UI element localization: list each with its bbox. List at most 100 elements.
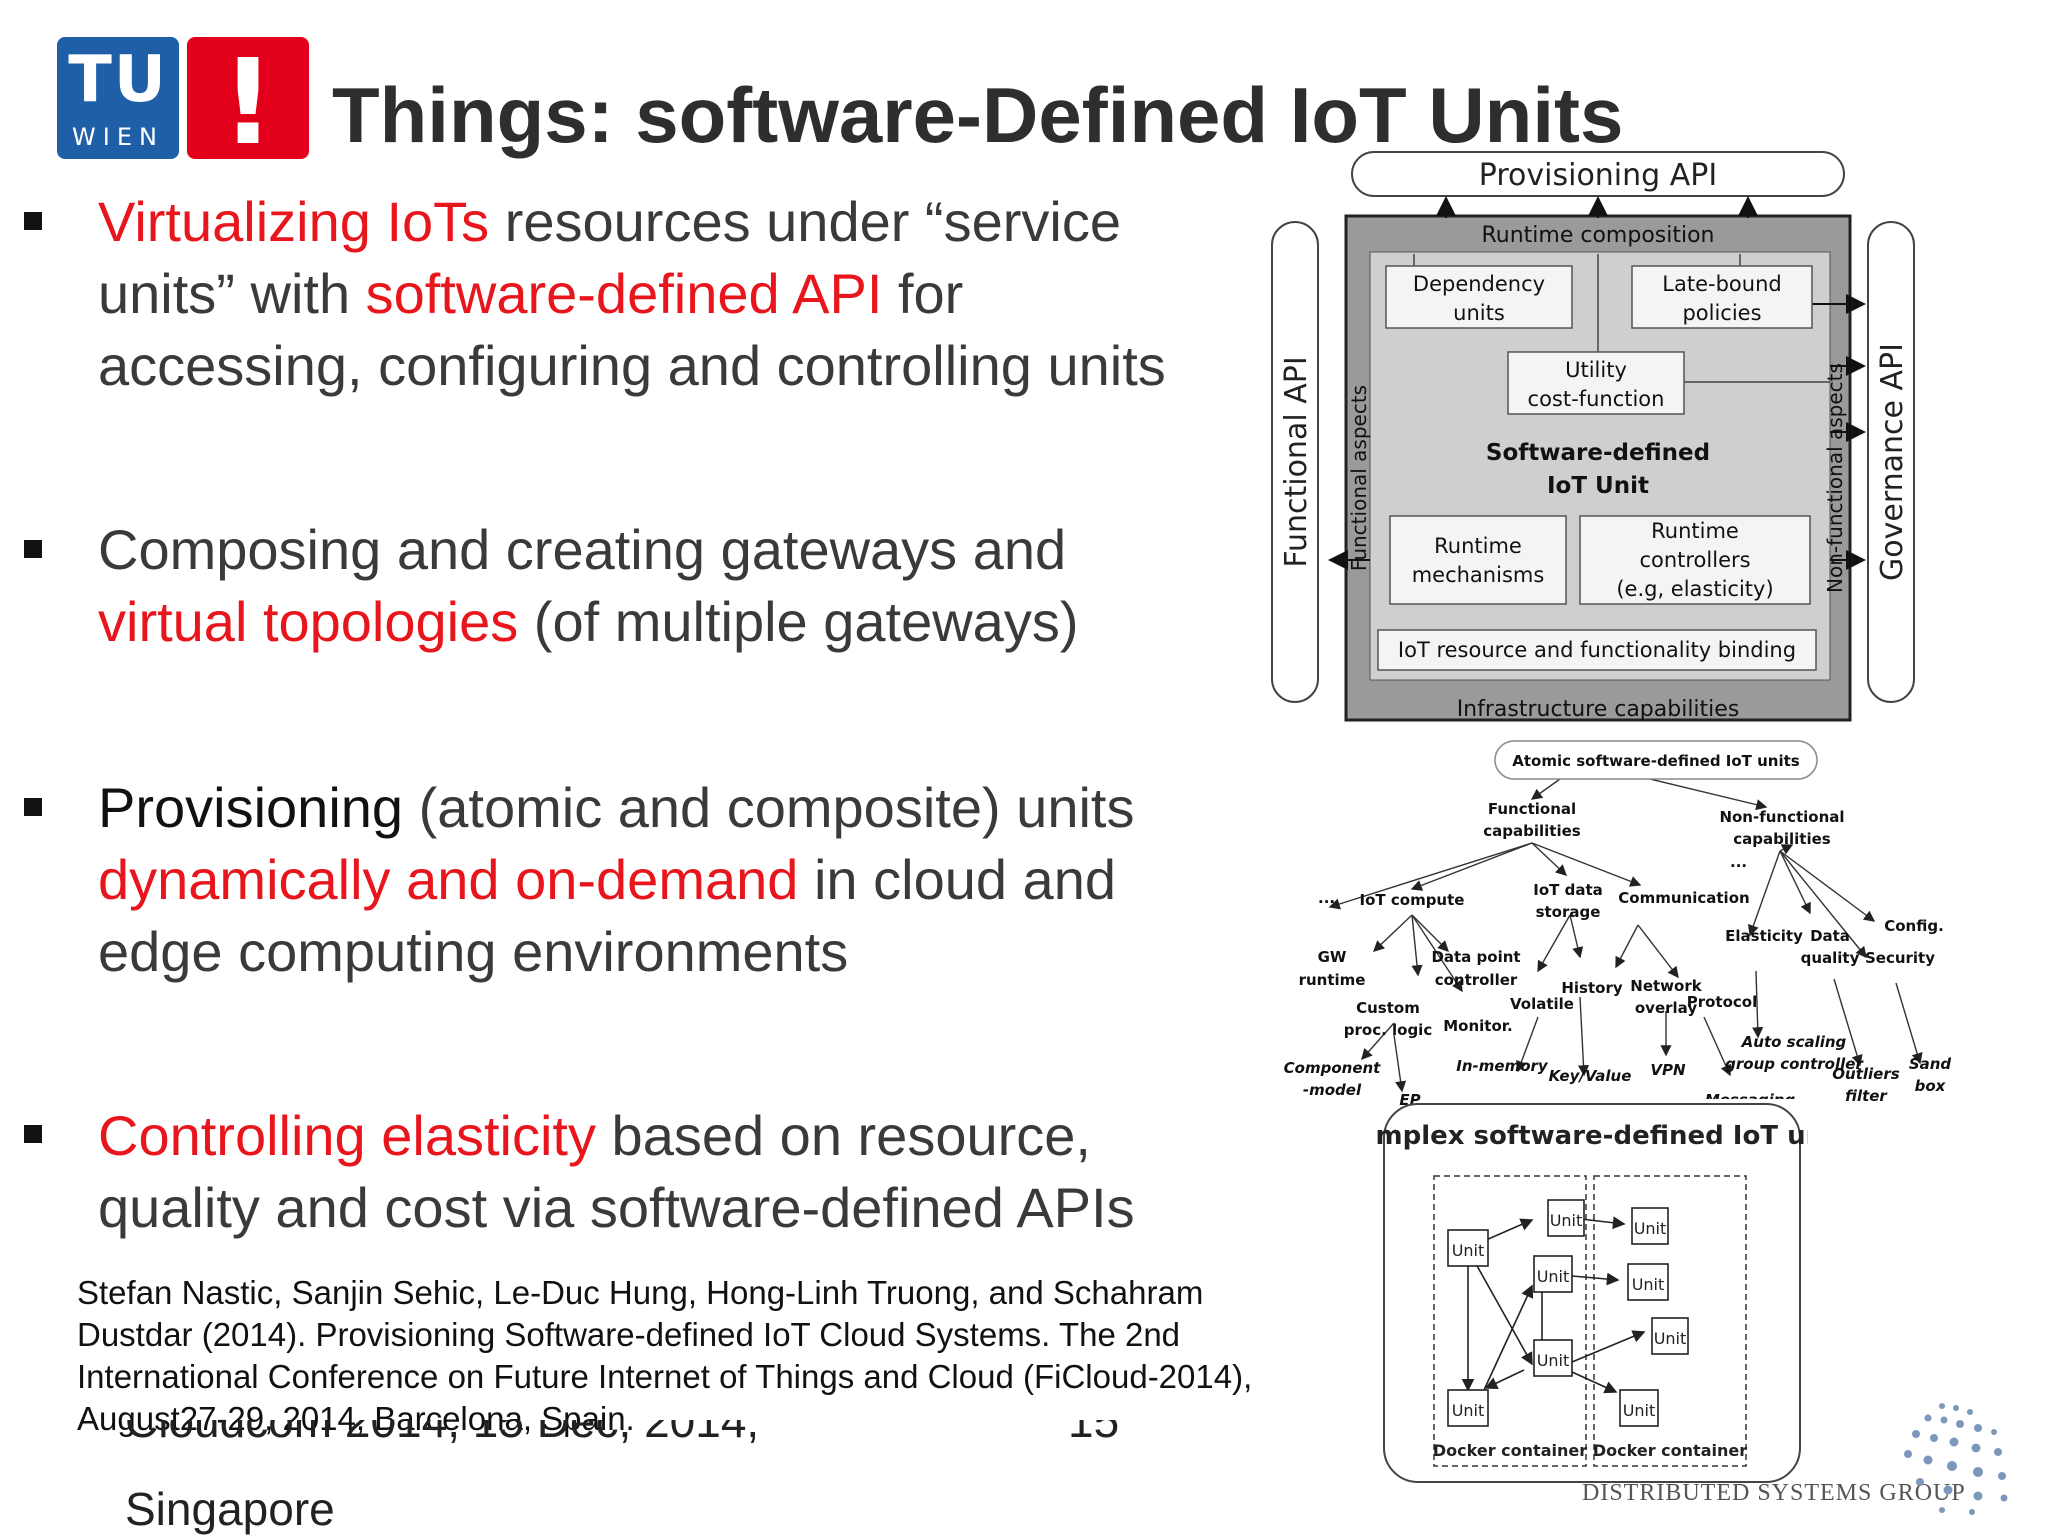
highlight-text: Controlling elasticity <box>98 1104 596 1167</box>
bullet-line: units” with software-defined API for <box>98 258 1248 330</box>
highlight-text: dynamically and on-demand <box>98 848 799 911</box>
highlight-text: virtual topologies <box>98 590 519 653</box>
runtime-mech-line2: mechanisms <box>1412 563 1545 587</box>
highlight-text: software-defined API <box>365 262 883 325</box>
logo-tu-text: TU <box>68 43 168 117</box>
unit-node: Unit <box>1623 1401 1656 1420</box>
bullet-marker <box>24 212 42 230</box>
dsg-dots-logo <box>1904 1403 2008 1515</box>
bullet-text: Composing and creating gateways and <box>98 518 1067 581</box>
bullet-marker <box>24 798 42 816</box>
nonfunctional-aspects-label: Non-functional aspects <box>1823 363 1847 593</box>
bullet-1: Virtualizing IoTs resources under “servi… <box>98 186 1248 402</box>
iot-compute-node: IoT compute <box>1360 891 1465 909</box>
gw-line1: GW <box>1318 948 1347 966</box>
functional-line2: capabilities <box>1483 822 1581 840</box>
functional-ellipsis: ... <box>1318 889 1335 907</box>
complex-iot-unit-diagram: Complex software-defined IoT unit Unit U… <box>1376 1103 1808 1483</box>
unit-node: Unit <box>1634 1219 1667 1238</box>
bullet-text: based on resource, <box>595 1104 1091 1167</box>
runtime-ctrl-line1: Runtime <box>1651 519 1739 543</box>
docker-container-label: Docker container <box>1593 1441 1747 1460</box>
docker-container-left <box>1433 1175 1587 1467</box>
tu-wien-logo: TU WIEN <box>57 37 179 159</box>
bullet-text: (of multiple gateways) <box>518 590 1079 653</box>
logo-mark: ! <box>221 33 275 171</box>
latebound-line1: Late-bound <box>1662 272 1781 296</box>
governance-api-label: Governance API <box>1875 343 1910 581</box>
dependency-units-line2: units <box>1453 301 1505 325</box>
runtime-mechanisms-box <box>1389 515 1567 605</box>
sandbox-line2: box <box>1915 1077 1947 1095</box>
nonfunctional-line2: capabilities <box>1733 830 1831 848</box>
utility-cost-function-box <box>1507 351 1685 415</box>
auto-scaling-line2: group controller <box>1725 1055 1864 1073</box>
dependency-units-box <box>1385 265 1573 329</box>
component-line1: Component <box>1284 1059 1382 1077</box>
software-defined-iot-unit-diagram: Provisioning API Functional API Governan… <box>1271 151 1915 722</box>
footer-page-number: 15 <box>1068 1420 1120 1447</box>
bullet-text: quality and cost via software-defined AP… <box>98 1176 1135 1239</box>
logo-wien-text: WIEN <box>72 123 164 151</box>
custom-line2: proc. logic <box>1344 1021 1432 1039</box>
center-label-line2: IoT Unit <box>1547 473 1649 499</box>
unit-node: Unit <box>1654 1329 1687 1348</box>
unit-node: Unit <box>1452 1401 1485 1420</box>
config-node: Config. <box>1884 917 1944 935</box>
slide-title: Things: software-Defined IoT Units <box>332 71 1624 159</box>
bullet-4: Controlling elasticity based on resource… <box>98 1100 1248 1244</box>
bullet-marker <box>24 540 42 558</box>
latebound-policies-box <box>1631 265 1813 329</box>
complex-unit-frame <box>1383 1103 1801 1483</box>
highlight-text: Virtualizing IoTs <box>98 190 490 253</box>
footer-location: Singapore <box>125 1483 335 1535</box>
center-label-line1: Software-defined <box>1486 440 1710 466</box>
bullet-line: Virtualizing IoTs resources under “servi… <box>98 186 1248 258</box>
vpn-node: VPN <box>1650 1061 1686 1079</box>
bullet-line: quality and cost via software-defined AP… <box>98 1172 1248 1244</box>
auto-scaling-line1: Auto scaling <box>1741 1033 1847 1051</box>
bullet-text: for <box>882 262 964 325</box>
monitor-node: Monitor. <box>1443 1017 1513 1035</box>
unit-node: Unit <box>1537 1267 1570 1286</box>
bullet-text: in cloud and <box>798 848 1116 911</box>
security-node: Security <box>1865 949 1935 967</box>
bullet-line: accessing, configuring and controlling u… <box>98 330 1248 402</box>
unit-node: Unit <box>1550 1211 1583 1230</box>
history-node: History <box>1561 979 1622 997</box>
unit-node: Unit <box>1452 1241 1485 1260</box>
iot-data-line1: IoT data <box>1533 881 1603 899</box>
bullet-line: Composing and creating gateways and <box>98 514 1248 586</box>
unit-node: Unit <box>1632 1275 1665 1294</box>
bullet-text: edge computing environments <box>98 920 849 983</box>
network-line1: Network <box>1630 977 1702 995</box>
functional-api-label: Functional API <box>1279 356 1314 567</box>
bullet-text: resources under “service <box>489 190 1121 253</box>
protocol-node: Protocol <box>1687 993 1758 1011</box>
infrastructure-capabilities-label: Infrastructure capabilities <box>1457 697 1740 722</box>
footer-event: Cloudcom 2014, 15 Dec, 2014, <box>125 1420 760 1447</box>
distributed-systems-group-label: DISTRIBUTED SYSTEMS GROUP <box>1582 1480 1966 1506</box>
bullet-text: Provisioning <box>98 776 404 839</box>
utility-line2: cost-function <box>1528 387 1665 411</box>
runtime-ctrl-line3: (e.g, elasticity) <box>1616 577 1773 601</box>
exclamation-logo: ! <box>187 33 309 171</box>
docker-container-right <box>1593 1175 1747 1467</box>
runtime-composition-label: Runtime composition <box>1481 223 1714 248</box>
root-node: Atomic software-defined IoT units <box>1512 752 1800 770</box>
in-memory-node: In-memory <box>1456 1057 1549 1075</box>
provisioning-api-label: Provisioning API <box>1479 158 1717 193</box>
bullet-line: dynamically and on-demand in cloud and <box>98 844 1248 916</box>
bullet-line: virtual topologies (of multiple gateways… <box>98 586 1248 658</box>
latebound-line2: policies <box>1682 301 1761 325</box>
component-line2: -model <box>1303 1081 1362 1099</box>
outliers-line1: Outliers <box>1832 1065 1899 1083</box>
utility-line1: Utility <box>1565 358 1627 382</box>
binding-label: IoT resource and functionality binding <box>1398 638 1796 662</box>
nonfunctional-ellipsis: ... <box>1730 853 1747 871</box>
data-point-line2: controller <box>1435 971 1518 989</box>
network-line2: overlay <box>1635 999 1697 1017</box>
bullet-text: accessing, configuring and controlling u… <box>98 334 1166 397</box>
docker-container-label: Docker container <box>1433 1441 1587 1460</box>
